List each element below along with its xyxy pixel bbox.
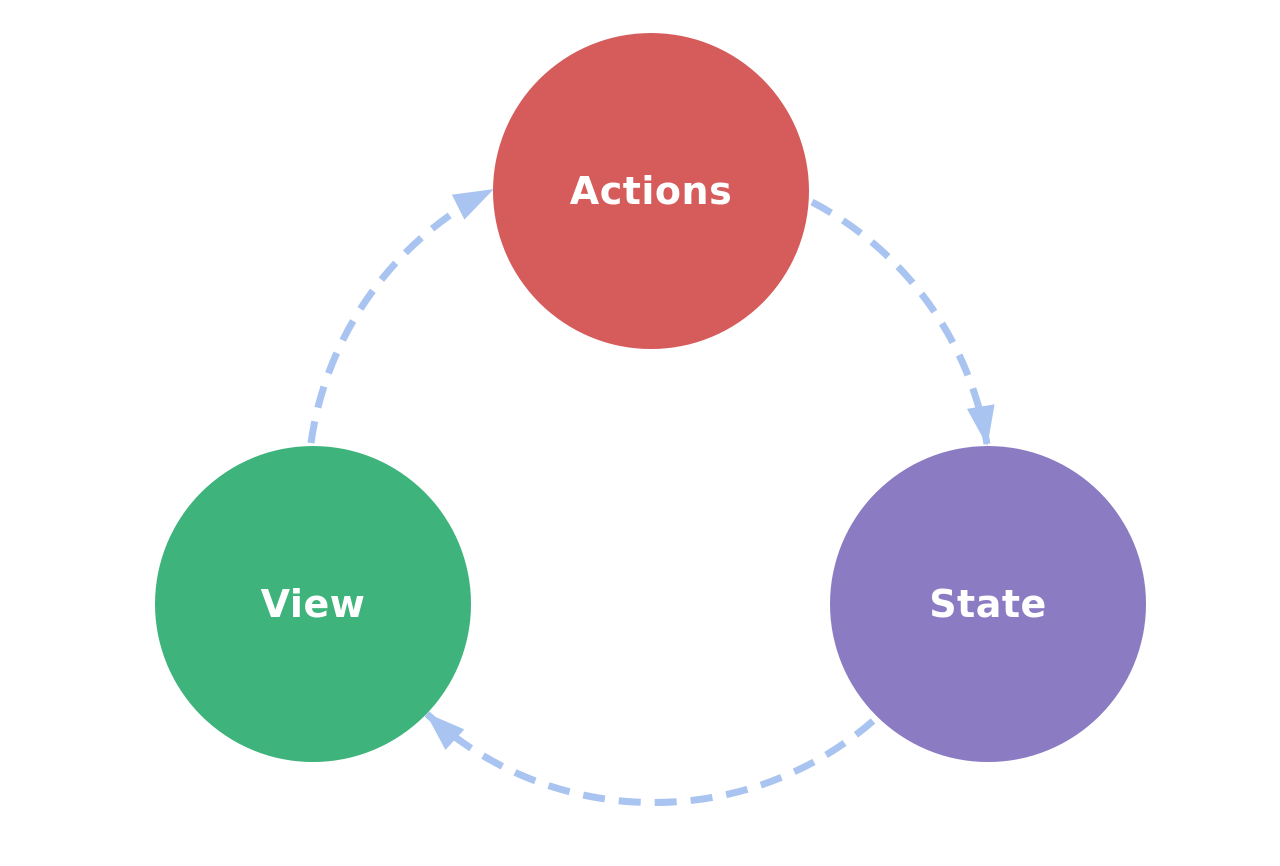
edge-view-to-actions <box>307 186 494 444</box>
state-circle <box>830 446 1146 762</box>
state-label: State <box>929 582 1047 626</box>
node-actions: Actions <box>493 33 809 349</box>
actions-label: Actions <box>570 169 732 213</box>
edge-state-to-view <box>424 711 876 807</box>
view-circle <box>155 446 471 762</box>
node-state: State <box>830 446 1146 762</box>
view-label: View <box>261 582 366 626</box>
node-view: View <box>155 446 471 762</box>
edge-actions-to-state <box>810 198 995 446</box>
actions-circle <box>493 33 809 349</box>
